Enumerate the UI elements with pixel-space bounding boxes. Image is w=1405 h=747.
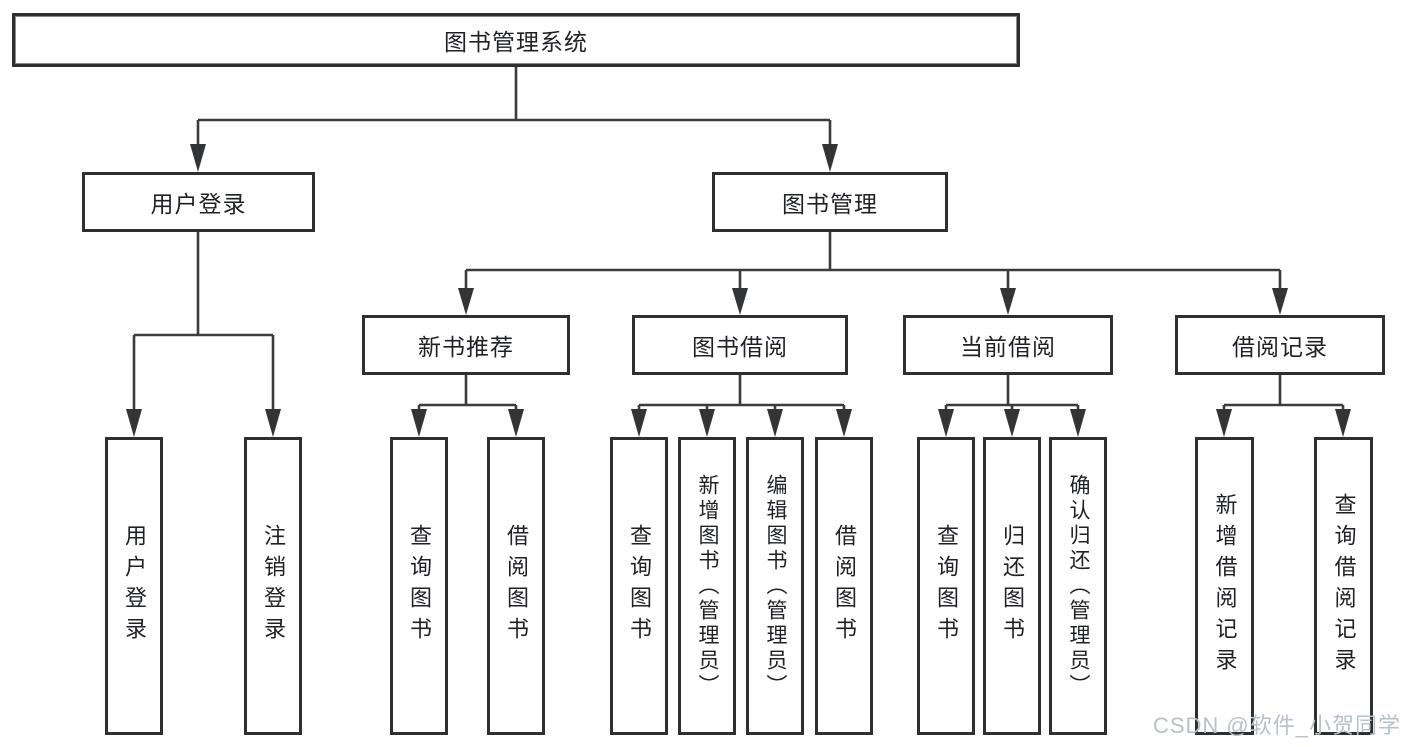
connector-records-to-leaves bbox=[1216, 375, 1351, 437]
leaf-label: 查询图书 bbox=[407, 524, 432, 648]
node-book-management: 图书管理 bbox=[712, 172, 948, 232]
leaf-label: 借阅图书 bbox=[504, 524, 529, 648]
leaf-label: 确认归还（管理员） bbox=[1067, 473, 1090, 699]
leaf-borrow-books: 借阅图书 bbox=[815, 437, 873, 735]
leaf-query-books-current: 查询图书 bbox=[917, 437, 975, 735]
leaf-logout: 注销登录 bbox=[244, 437, 302, 735]
leaf-query-books-recommend: 查询图书 bbox=[390, 437, 448, 735]
leaf-user-login: 用户登录 bbox=[105, 437, 163, 735]
connector-management-to-level3 bbox=[458, 232, 1288, 315]
leaf-edit-books-admin: 编辑图书（管理员） bbox=[746, 437, 804, 735]
node-label: 图书借阅 bbox=[692, 334, 788, 360]
leaf-label: 查询图书 bbox=[934, 524, 959, 648]
node-label: 用户登录 bbox=[150, 191, 247, 217]
leaf-label: 用户登录 bbox=[122, 524, 147, 648]
leaf-return-books: 归还图书 bbox=[983, 437, 1041, 735]
leaf-label: 查询图书 bbox=[627, 524, 652, 648]
leaf-borrow-books-recommend: 借阅图书 bbox=[487, 437, 545, 735]
leaf-label: 新增图书（管理员） bbox=[696, 473, 719, 699]
leaf-label: 借阅图书 bbox=[832, 524, 857, 648]
node-label: 当前借阅 bbox=[960, 334, 1056, 360]
connector-login-to-leaves bbox=[126, 232, 281, 437]
leaf-label: 注销登录 bbox=[261, 524, 286, 648]
leaf-add-books-admin: 新增图书（管理员） bbox=[678, 437, 736, 735]
connector-root-to-level2 bbox=[190, 67, 838, 172]
node-label: 图书管理 bbox=[782, 191, 878, 217]
node-current-borrow: 当前借阅 bbox=[903, 315, 1113, 375]
node-label: 借阅记录 bbox=[1232, 334, 1328, 360]
leaf-query-borrow-record: 查询借阅记录 bbox=[1314, 437, 1373, 735]
csdn-watermark: CSDN @软件_小贺同学 bbox=[1152, 713, 1401, 738]
connector-current-to-leaves bbox=[938, 375, 1086, 437]
leaf-label: 新增借阅记录 bbox=[1212, 493, 1238, 679]
node-library-system: 图书管理系统 bbox=[12, 13, 1020, 67]
node-user-login: 用户登录 bbox=[82, 172, 315, 232]
leaf-confirm-return-admin: 确认归还（管理员） bbox=[1049, 437, 1107, 735]
node-label: 新书推荐 bbox=[418, 334, 514, 360]
leaf-label: 归还图书 bbox=[1000, 524, 1025, 648]
node-borrow-records: 借阅记录 bbox=[1175, 315, 1385, 375]
leaf-label: 查询借阅记录 bbox=[1331, 493, 1357, 679]
node-label: 图书管理系统 bbox=[444, 29, 588, 55]
node-book-borrow: 图书借阅 bbox=[632, 315, 848, 375]
leaf-query-books-borrow: 查询图书 bbox=[610, 437, 668, 735]
connector-borrow-to-leaves bbox=[631, 375, 852, 437]
leaf-label: 编辑图书（管理员） bbox=[764, 473, 787, 699]
connector-recommend-to-leaves bbox=[411, 375, 524, 437]
leaf-add-borrow-record: 新增借阅记录 bbox=[1195, 437, 1254, 735]
node-new-book-recommend: 新书推荐 bbox=[362, 315, 570, 375]
